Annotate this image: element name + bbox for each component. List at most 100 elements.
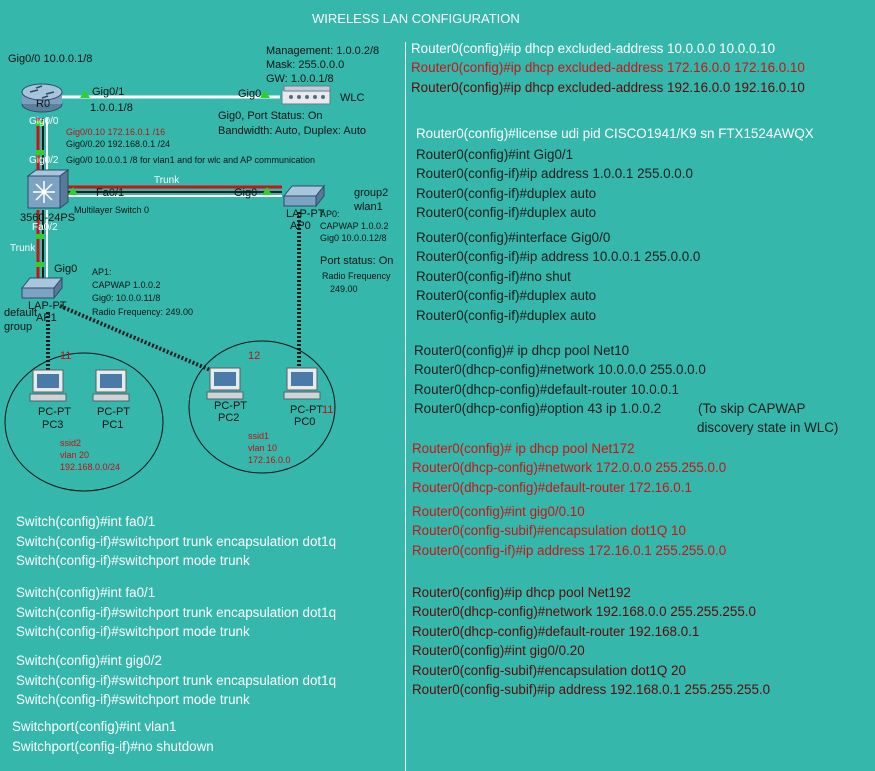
- router-command: Router0(config)#ip dhcp excluded-address…: [411, 60, 805, 76]
- router-command: Router0(config-if)#ip address 1.0.0.1 25…: [416, 166, 693, 182]
- pc3-type: PC-PT: [38, 406, 71, 418]
- router-command: Router0(config)#license udi pid CISCO194…: [416, 126, 814, 141]
- link-up-indicator: [260, 90, 270, 98]
- router-command: Router0(dhcp-config)#option 43 ip 1.0.0.…: [414, 401, 662, 417]
- router-command: Router0(config)# ip dhcp pool Net10: [414, 343, 630, 358]
- router-icon: [21, 83, 63, 113]
- network-diagram: [4, 83, 336, 492]
- r0-gig00-address: Gig0/0 10.0.0.1/8: [8, 53, 93, 65]
- router-commands-net192: Router0(config)#ip dhcp pool Net192 Rout…: [412, 583, 770, 699]
- router-command: Router0(config-if)#duplex auto: [416, 288, 597, 304]
- channel-11-left: 11: [60, 350, 72, 362]
- access-point-ap0-icon: [282, 184, 326, 208]
- router-command: Router0(config)#int Gig0/1: [416, 147, 574, 162]
- switch-command: Switch(config)#int gig0/2: [16, 653, 162, 668]
- switch-command: Switch(config)#int fa0/1: [16, 585, 156, 600]
- wlc-name: WLC: [340, 92, 365, 104]
- switch-gig02-label: Gig0/2: [29, 155, 59, 166]
- link-up-indicator: [36, 234, 44, 239]
- r0-gig00-label: Gig0/0: [29, 116, 59, 127]
- pc1-type: PC-PT: [97, 406, 130, 418]
- router-commands-gig01: Router0(config)#license udi pid CISCO194…: [416, 124, 814, 143]
- vlan20-group-circle: [4, 352, 164, 492]
- router-command: Router0(config-subif)#ip address 192.168…: [412, 682, 771, 698]
- wlc-port-status: Gig0, Port Status: On: [218, 110, 323, 122]
- router-commands-excluded: Router0(config)#ip dhcp excluded-address…: [411, 39, 805, 97]
- switch-fa01-label: Fa0/1: [96, 187, 125, 199]
- ap0-name: AP0: [290, 220, 311, 232]
- wireless-link-pc2: [59, 304, 216, 374]
- switch-command: Switch(config-if)#switchport mode trunk: [16, 624, 250, 639]
- pc0-type: PC-PT: [290, 404, 323, 416]
- ssid1-label: ssid1: [248, 431, 270, 441]
- switch-commands-fa01: Switch(config)#int fa0/1 Switch(config-i…: [16, 512, 336, 571]
- ap1-gig0-label: Gig0: [54, 263, 78, 275]
- switch-command: Switchport(config)#int vlan1: [12, 719, 177, 734]
- r0-name: R0: [36, 98, 51, 110]
- switch-command: Switch(config-if)#switchport trunk encap…: [16, 533, 337, 549]
- network-172-label: 172.16.0.0: [248, 455, 291, 465]
- router-command: Router0(config)#interface Gig0/0: [416, 230, 611, 245]
- page-title: WIRELESS LAN CONFIGURATION: [312, 11, 520, 26]
- link-up-indicator: [36, 150, 44, 155]
- channel-11-right: 11: [322, 404, 334, 416]
- r0-gig01-label: Gig0/1: [92, 86, 125, 98]
- pc3-icon: [29, 369, 67, 402]
- router-command: Router0(dhcp-config)#default-router 172.…: [412, 479, 692, 495]
- vlan10-group-circle: [188, 340, 336, 474]
- ap0-gig0-label: Gig0: [234, 187, 258, 199]
- pc2-icon: [206, 367, 244, 400]
- ap1-group: group: [4, 321, 33, 333]
- router-command: Router0(dhcp-config)#default-router 192.…: [412, 623, 700, 639]
- pc1-name: PC1: [102, 419, 124, 431]
- router-command: Router0(config-if)#duplex auto: [416, 307, 597, 323]
- ap0-group: group2: [354, 187, 389, 199]
- ap0-id: AP0:: [320, 209, 340, 219]
- router-command: Router0(dhcp-config)#network 172.0.0.0 2…: [412, 460, 727, 476]
- router-commands-gig01-if: Router0(config)#int Gig0/1 Router0(confi…: [416, 145, 693, 223]
- wlc-management: Management: 1.0.0.2/8: [266, 45, 380, 57]
- vlan1-note: Gig0/0 10.0.0.1 /8 for vlan1 and for wlc…: [66, 155, 315, 165]
- router-commands-sub10: Router0(config)#int gig0/0.10 Router0(co…: [412, 502, 726, 560]
- pc2-type: PC-PT: [214, 400, 247, 412]
- switch-command: Switch(config-if)#switchport trunk encap…: [16, 604, 337, 620]
- router-command: Router0(config-if)#ip address 10.0.0.1 2…: [416, 249, 701, 265]
- switch-commands-vlan1: Switchport(config)#int vlan1 Switchport(…: [12, 717, 214, 756]
- switch-command: Switchport(config-if)#no shutdown: [12, 738, 214, 754]
- pc0-icon: [283, 367, 321, 400]
- vlan20-label: vlan 20: [60, 450, 90, 460]
- router-command: Router0(config-if)#no shut: [416, 268, 571, 284]
- ap0-frequency-value: 249.00: [330, 284, 358, 294]
- switch-model: 3560-24PS: [20, 212, 76, 224]
- switch-command: Switch(config-if)#switchport trunk encap…: [16, 672, 337, 688]
- ap1-radio-frequency: Radio Frequency: 249.00: [92, 307, 194, 317]
- wlc-bandwidth: Bandwidth: Auto, Duplex: Auto: [218, 125, 366, 137]
- ap0-radio-frequency: Radio Frequency: [322, 271, 391, 281]
- ap1-type: LAP-PT: [28, 300, 67, 312]
- ap1-name: AP1: [36, 312, 57, 324]
- router-command: Router0(dhcp-config)#network 192.168.0.0…: [412, 604, 756, 620]
- ssid2-label: ssid2: [60, 438, 82, 448]
- router-command: Router0(config-if)#duplex auto: [416, 185, 597, 201]
- subinterface-020: Gig0/0.20 192.168.0.1 /24: [66, 139, 171, 149]
- router-command: Router0(config)#int gig0/0.20: [412, 643, 585, 659]
- pc0-name: PC0: [294, 416, 316, 428]
- switch-commands-gig02: Switch(config)#int gig0/2 Switch(config-…: [16, 651, 336, 710]
- router-commands-gig00: Router0(config)#interface Gig0/0 Router0…: [416, 228, 700, 325]
- link-up-indicator: [68, 187, 78, 195]
- wlc-gateway: GW: 1.0.0.1/8: [266, 73, 334, 85]
- wlc-mask: Mask: 255.0.0.0: [266, 59, 345, 71]
- column-divider: [405, 42, 406, 771]
- pc3-name: PC3: [42, 419, 64, 431]
- link-up-indicator: [36, 262, 44, 267]
- link-up-indicator: [36, 121, 44, 126]
- router-command: Router0(config-subif)#encapsulation dot1…: [412, 523, 686, 539]
- router-command: Router0(config-subif)#encapsulation dot1…: [412, 662, 686, 678]
- router-command: Router0(dhcp-config)#network 10.0.0.0 25…: [414, 362, 706, 378]
- wlc-icon: [281, 85, 331, 105]
- switch-command: Switch(config-if)#switchport mode trunk: [16, 692, 250, 707]
- switch-fa02-label: Fa0/2: [32, 222, 58, 233]
- pc1-icon: [92, 369, 130, 402]
- trunk-label-left: Trunk: [10, 243, 36, 254]
- switch-command: Switch(config-if)#switchport mode trunk: [16, 553, 250, 568]
